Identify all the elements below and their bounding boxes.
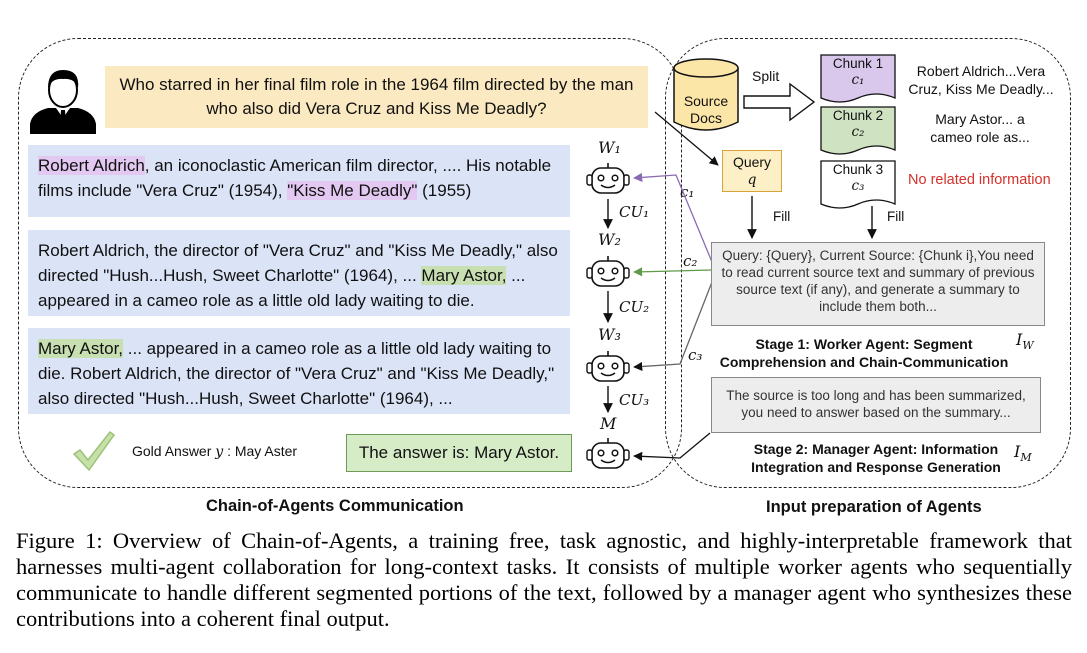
chunk-2-label: Chunk 2 c₂: [832, 108, 884, 140]
source-docs-label: Source Docs: [683, 93, 729, 126]
chunk-1-shape: [820, 54, 896, 103]
right-frame: [665, 38, 1071, 488]
chunk-2-desc: Mary Astor... a cameo role as...: [930, 111, 1030, 145]
chunk-1-label: Chunk 1 c₁: [832, 56, 884, 88]
chunk-2-shape: [820, 106, 896, 155]
final-answer-box: The answer is: Mary Astor.: [346, 434, 572, 472]
panel-2-text-a: Robert Aldrich, the director of "Vera Cr…: [38, 241, 558, 285]
panel-2-text-b: ... appeared in a cameo role as a little…: [38, 266, 526, 310]
chunk-3-label: Chunk 3 c₃: [832, 162, 884, 194]
source-panel-1: Robert Aldrich, an iconoclastic American…: [28, 145, 570, 217]
label-w2: W₂: [598, 230, 621, 249]
stage-2-var: IM: [1014, 442, 1032, 465]
label-manager: M: [600, 414, 617, 433]
source-panel-3: Mary Astor, ... appeared in a cameo role…: [28, 328, 570, 414]
label-c2: c₂: [683, 252, 698, 270]
highlight-kiss-me-deadly: "Kiss Me Deadly": [287, 181, 418, 200]
panel-1-text-b: (1955): [417, 181, 472, 200]
panel-3-text: ... appeared in a cameo role as a little…: [38, 339, 555, 408]
label-w3: W₃: [598, 325, 621, 344]
question-text: Who starred in her final film role in th…: [119, 75, 634, 118]
fill-label-2: Fill: [887, 209, 905, 224]
split-label: Split: [752, 68, 780, 84]
stage-2-title: Stage 2: Manager Agent: Information Inte…: [751, 441, 1001, 475]
query-box: Query q: [722, 150, 782, 192]
fill-label-1: Fill: [773, 209, 791, 224]
right-section-title: Input preparation of Agents: [766, 498, 982, 516]
stage-1-var: IW: [1016, 330, 1034, 353]
robot-w2-icon: [586, 256, 630, 287]
left-section-title: Chain-of-Agents Communication: [206, 497, 464, 515]
question-box: Who starred in her final film role in th…: [105, 66, 648, 128]
label-c1: c₁: [680, 183, 695, 201]
chunk-1-desc: Robert Aldrich...Vera Cruz, Kiss Me Dead…: [908, 63, 1054, 97]
label-w1: W₁: [598, 138, 621, 157]
label-cu1: CU₁: [619, 203, 650, 221]
label-cu3: CU₃: [619, 391, 650, 409]
chunk-3-shape: [820, 160, 896, 209]
worker-prompt-box: Query: {Query}, Current Source: {Chunk i…: [711, 242, 1045, 326]
highlight-mary-astor-2: Mary Astor,: [38, 339, 124, 358]
robot-manager-icon: [586, 438, 630, 469]
manager-prompt-box: The source is too long and has been summ…: [711, 377, 1041, 433]
source-docs-icon: [673, 58, 739, 131]
robot-w1-icon: [586, 163, 630, 194]
final-answer-text: The answer is: Mary Astor.: [358, 443, 560, 462]
source-panel-2: Robert Aldrich, the director of "Vera Cr…: [28, 230, 570, 316]
label-c3: c₃: [688, 346, 703, 364]
left-frame: [18, 38, 682, 488]
stage-1-title: Stage 1: Worker Agent: Segment Comprehen…: [719, 336, 1009, 370]
label-cu2: CU₂: [619, 298, 650, 316]
figure-caption: Figure 1: Overview of Chain-of-Agents, a…: [16, 528, 1072, 631]
gold-answer: Gold Answer y : May Aster: [132, 443, 298, 460]
robot-w3-icon: [586, 351, 630, 382]
panel-1-text-a: , an iconoclastic American film director…: [38, 156, 552, 200]
chunk-3-desc: No related information: [908, 172, 1051, 188]
checkmark-icon: [72, 430, 116, 472]
highlight-mary-astor: Mary Astor,: [421, 266, 507, 285]
highlight-robert-aldrich: Robert Aldrich: [38, 156, 145, 175]
connector-arrows: [603, 82, 877, 461]
user-icon: [30, 70, 96, 134]
